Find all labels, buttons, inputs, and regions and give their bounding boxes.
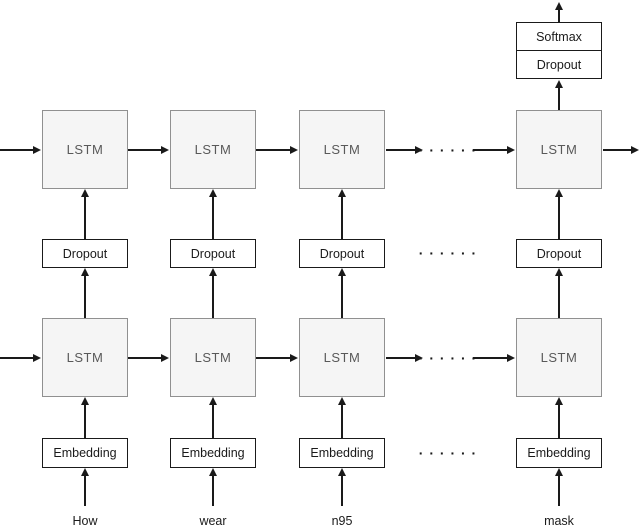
arrow-lstm-to-output-stack xyxy=(554,80,564,110)
arrow-top-lstm2-to-lstm3 xyxy=(256,145,298,155)
arrow-dropout-to-lstm-col4 xyxy=(554,189,564,239)
lstm-box-top-col2: LSTM xyxy=(170,110,256,189)
arrow-word-to-embedding-col3 xyxy=(337,468,347,506)
lstm-box-bottom-col3: LSTM xyxy=(299,318,385,397)
arrow-softmax-output xyxy=(554,2,564,22)
embedding-box-col3: Embedding xyxy=(299,438,385,468)
ellipsis-dropout-row: · · · · · · xyxy=(418,245,478,261)
lstm-box-bottom-col4: LSTM xyxy=(516,318,602,397)
arrow-dropout-to-lstm-col2 xyxy=(208,189,218,239)
arrow-bottom-lstm3-to-ellipsis xyxy=(386,353,423,363)
arrow-lstm-to-dropout-col2 xyxy=(208,268,218,318)
softmax-box: Softmax xyxy=(536,29,582,44)
input-word-1: How xyxy=(72,514,98,528)
lstm-box-bottom-col1: LSTM xyxy=(42,318,128,397)
embedding-box-col2: Embedding xyxy=(170,438,256,468)
arrow-lstm-to-dropout-col1 xyxy=(80,268,90,318)
lstm-box-top-col4: LSTM xyxy=(516,110,602,189)
embedding-box-col1: Embedding xyxy=(42,438,128,468)
arrow-dropout-to-lstm-col3 xyxy=(337,189,347,239)
arrow-bottom-lstm2-to-lstm3 xyxy=(256,353,298,363)
arrow-embedding-to-lstm-col2 xyxy=(208,397,218,438)
dropout-box-col1: Dropout xyxy=(42,239,128,268)
arrow-lstm-to-dropout-col3 xyxy=(337,268,347,318)
arrow-hidden-in-top xyxy=(0,145,41,155)
embedding-box-col4: Embedding xyxy=(516,438,602,468)
arrow-top-lstm1-to-lstm2 xyxy=(128,145,169,155)
dropout-box-col3: Dropout xyxy=(299,239,385,268)
input-word-2: wear xyxy=(199,514,227,528)
arrow-embedding-to-lstm-col3 xyxy=(337,397,347,438)
arrow-hidden-out-top xyxy=(603,145,639,155)
arrow-bottom-lstm1-to-lstm2 xyxy=(128,353,169,363)
dropout-box-col2: Dropout xyxy=(170,239,256,268)
input-word-3: n95 xyxy=(331,514,353,528)
lstm-box-bottom-col2: LSTM xyxy=(170,318,256,397)
input-word-4: mask xyxy=(544,514,574,528)
lstm-box-top-col1: LSTM xyxy=(42,110,128,189)
ellipsis-top-lstm-row: · · · · · · xyxy=(418,142,478,158)
lstm-box-top-col3: LSTM xyxy=(299,110,385,189)
arrow-word-to-embedding-col2 xyxy=(208,468,218,506)
arrow-word-to-embedding-col4 xyxy=(554,468,564,506)
output-dropout-box: Dropout xyxy=(517,50,601,78)
output-stack: Softmax Dropout xyxy=(516,22,602,79)
arrow-ellipsis-to-top-lstm4 xyxy=(473,145,515,155)
arrow-hidden-in-bottom xyxy=(0,353,41,363)
arrow-word-to-embedding-col1 xyxy=(80,468,90,506)
arrow-embedding-to-lstm-col1 xyxy=(80,397,90,438)
arrow-top-lstm3-to-ellipsis xyxy=(386,145,423,155)
ellipsis-bottom-lstm-row: · · · · · · xyxy=(418,350,478,366)
arrow-ellipsis-to-bottom-lstm4 xyxy=(473,353,515,363)
ellipsis-embedding-row: · · · · · · xyxy=(418,445,478,461)
arrow-lstm-to-dropout-col4 xyxy=(554,268,564,318)
arrow-dropout-to-lstm-col1 xyxy=(80,189,90,239)
dropout-box-col4: Dropout xyxy=(516,239,602,268)
arrow-embedding-to-lstm-col4 xyxy=(554,397,564,438)
